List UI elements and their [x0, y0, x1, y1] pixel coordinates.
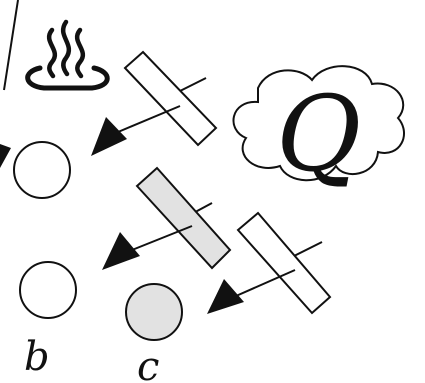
circle-b: [19, 261, 77, 319]
label-b: b: [24, 334, 50, 380]
circle-c: [125, 283, 183, 341]
bar-lower-right: [236, 211, 332, 315]
circle-top-left: [13, 141, 71, 199]
bar-middle: [135, 166, 232, 270]
arrow-top: [91, 105, 181, 156]
cloud-label-q: Q: [276, 73, 361, 195]
bar-top: [123, 50, 218, 147]
arrow-middle: [102, 225, 193, 270]
hot-spring-icon: [25, 19, 110, 91]
frame-edge-line: [3, 0, 19, 91]
arrow-lower-right: [207, 269, 296, 314]
label-c: c: [137, 344, 159, 383]
cloud-shape: Q: [232, 65, 405, 195]
left-edge-arrowhead: [0, 144, 11, 168]
